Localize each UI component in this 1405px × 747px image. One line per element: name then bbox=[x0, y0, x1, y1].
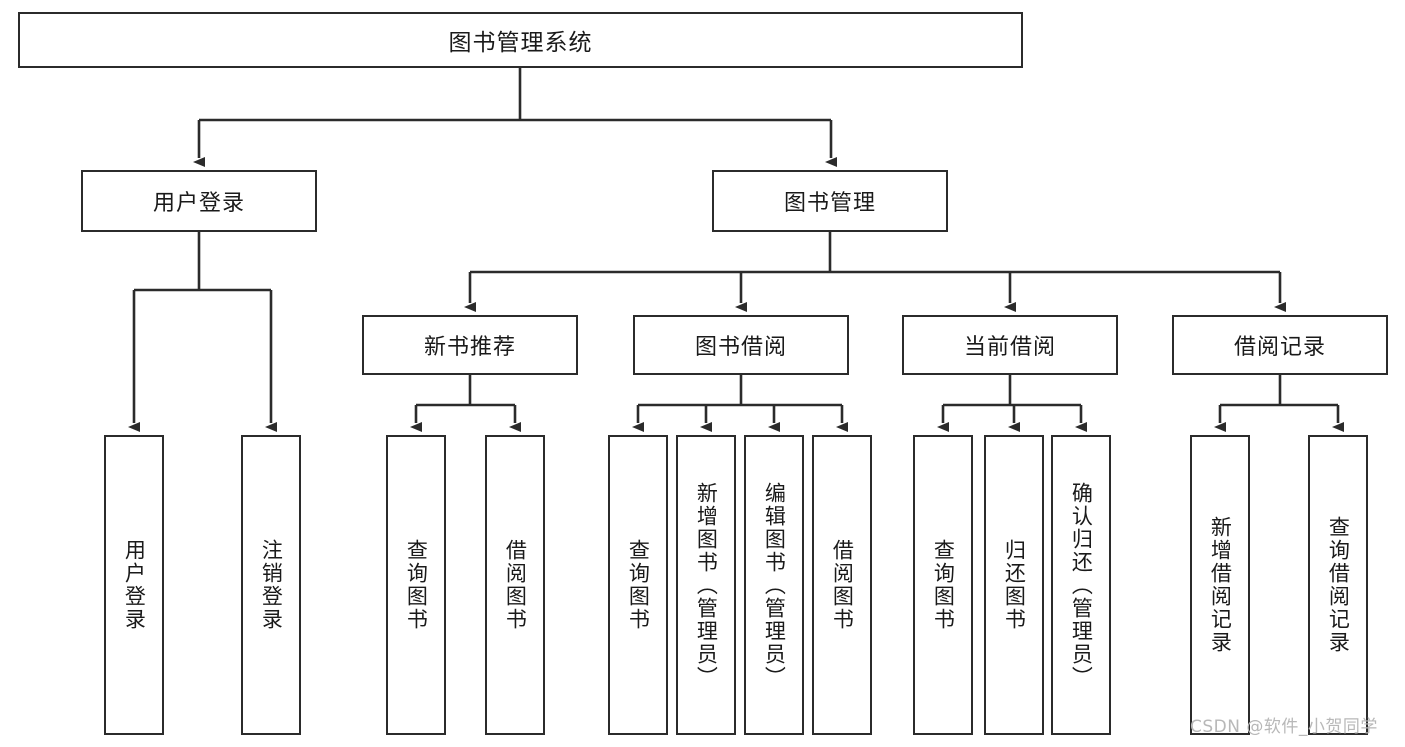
node-leaf-8[interactable]: 借阅图书 bbox=[812, 435, 872, 735]
node-label: 新增图书（管理员） bbox=[694, 481, 719, 689]
node-leaf-2[interactable]: 注销登录 bbox=[241, 435, 301, 735]
node-label: 查询借阅记录 bbox=[1326, 516, 1351, 654]
node-leaf-5[interactable]: 查询图书 bbox=[608, 435, 668, 735]
node-label: 编辑图书（管理员） bbox=[762, 481, 787, 689]
node-leaf-6[interactable]: 新增图书（管理员） bbox=[676, 435, 736, 735]
node-label: 新增借阅记录 bbox=[1208, 516, 1233, 654]
node-level3-3[interactable]: 当前借阅 bbox=[902, 315, 1118, 375]
node-label: 查询图书 bbox=[626, 539, 651, 631]
node-label: 确认归还（管理员） bbox=[1069, 481, 1094, 689]
node-level2-2[interactable]: 图书管理 bbox=[712, 170, 948, 232]
node-label: 借阅图书 bbox=[503, 539, 528, 631]
node-root[interactable]: 图书管理系统 bbox=[18, 12, 1023, 68]
node-leaf-12[interactable]: 新增借阅记录 bbox=[1190, 435, 1250, 735]
node-label: 注销登录 bbox=[259, 539, 284, 631]
node-label: 图书管理 bbox=[783, 191, 876, 216]
node-level2-1[interactable]: 用户登录 bbox=[81, 170, 317, 232]
watermark-label: CSDN @软件_小贺同学 bbox=[1190, 717, 1378, 737]
node-label: 新书推荐 bbox=[423, 335, 516, 360]
node-leaf-1[interactable]: 用户登录 bbox=[104, 435, 164, 735]
node-leaf-10[interactable]: 归还图书 bbox=[984, 435, 1044, 735]
node-level3-2[interactable]: 图书借阅 bbox=[633, 315, 849, 375]
node-leaf-11[interactable]: 确认归还（管理员） bbox=[1051, 435, 1111, 735]
node-label: 借阅图书 bbox=[830, 539, 855, 631]
node-leaf-3[interactable]: 查询图书 bbox=[386, 435, 446, 735]
node-leaf-13[interactable]: 查询借阅记录 bbox=[1308, 435, 1368, 735]
node-label: 归还图书 bbox=[1002, 539, 1027, 631]
node-leaf-4[interactable]: 借阅图书 bbox=[485, 435, 545, 735]
node-label: 查询图书 bbox=[931, 539, 956, 631]
node-label: 图书借阅 bbox=[694, 335, 787, 360]
node-leaf-9[interactable]: 查询图书 bbox=[913, 435, 973, 735]
node-label: 借阅记录 bbox=[1233, 335, 1326, 360]
node-level3-1[interactable]: 新书推荐 bbox=[362, 315, 578, 375]
node-leaf-7[interactable]: 编辑图书（管理员） bbox=[744, 435, 804, 735]
node-level3-4[interactable]: 借阅记录 bbox=[1172, 315, 1388, 375]
node-label: 查询图书 bbox=[404, 539, 429, 631]
node-label: 用户登录 bbox=[122, 539, 147, 631]
node-label: 当前借阅 bbox=[963, 335, 1056, 360]
node-label: 用户登录 bbox=[152, 191, 245, 216]
